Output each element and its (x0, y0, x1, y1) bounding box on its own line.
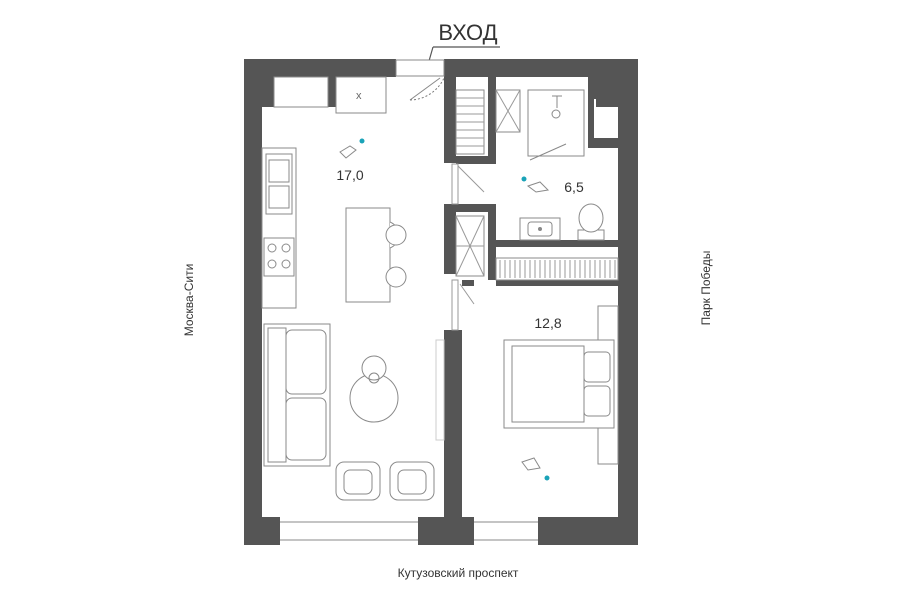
bathroom-area-label: 6,5 (564, 179, 584, 195)
bed-icon (503, 305, 619, 465)
kitchen-counter (261, 147, 297, 309)
kitchen-island (345, 207, 407, 303)
sofa-icon (263, 323, 331, 467)
bedroom-area-label: 12,8 (534, 315, 561, 331)
living-kitchen-area-label: 17,0 (336, 167, 363, 183)
toilet-icon (577, 203, 605, 241)
armchair-icon (335, 461, 435, 501)
bedroom-door[interactable] (451, 279, 475, 331)
sink-icon (519, 217, 561, 241)
orientation-west-label: Москва-Сити (182, 264, 196, 337)
bedroom-wardrobe (495, 257, 619, 281)
orientation-south-label: Кутузовский проспект (398, 566, 519, 580)
entrance-door[interactable] (395, 59, 445, 101)
closet-shafts (455, 89, 521, 277)
orientation-east-label: Парк Победы (699, 251, 713, 326)
round-table-icon (349, 355, 399, 423)
bathroom-door[interactable] (451, 163, 485, 205)
living-door[interactable] (435, 339, 445, 441)
outer-walls (244, 59, 638, 545)
interior-partitions (444, 77, 618, 518)
camera-viewpoint-icon (339, 138, 550, 481)
storage-niches-top-left: x (262, 76, 387, 114)
stove-icon (263, 237, 295, 277)
shower-icon (527, 89, 585, 161)
svg-text:x: x (356, 90, 362, 102)
entrance-label: ВХОД (438, 20, 497, 45)
